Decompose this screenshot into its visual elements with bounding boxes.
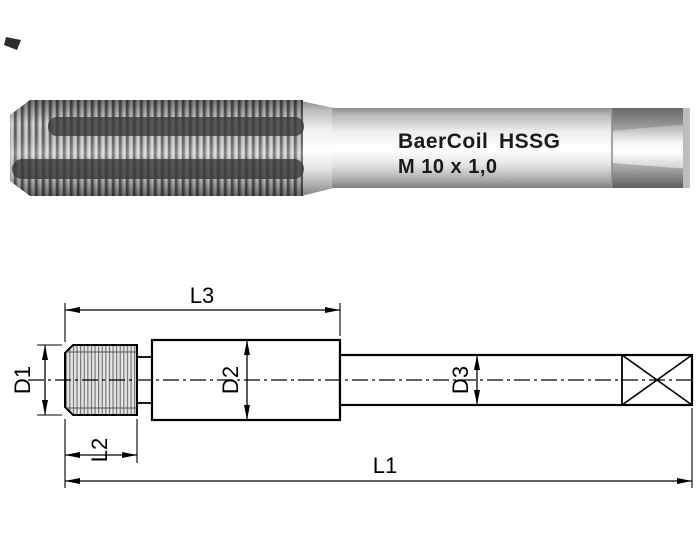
thread-section [64, 344, 138, 416]
dim-label-d2: D2 [218, 366, 243, 394]
tap-transition [301, 101, 334, 196]
grade-text: HSSG [499, 130, 561, 153]
brand-text: BaerCoil [398, 130, 488, 153]
dim-label-l2: L2 [87, 438, 112, 462]
tap-flute-upper [48, 117, 304, 136]
dim-label-l3: L3 [190, 283, 214, 308]
tap-square-drive [612, 108, 690, 188]
photo-artifact [4, 37, 21, 50]
square-top-facet [612, 108, 690, 131]
dim-label-l1: L1 [373, 453, 397, 478]
size-text: M 10 x 1,0 [398, 156, 498, 178]
tap-photo: BaerCoil HSSG M 10 x 1,0 [4, 37, 690, 196]
dimension-drawing: L3 D1 D2 D3 L2 L1 [10, 283, 696, 488]
tap-threads-shading [10, 100, 303, 196]
square-end-face [683, 108, 690, 188]
tap-flute-lower [12, 159, 304, 179]
dim-label-d1: D1 [10, 366, 35, 394]
square-bottom-facet [612, 163, 690, 188]
dim-label-d3: D3 [448, 366, 473, 394]
